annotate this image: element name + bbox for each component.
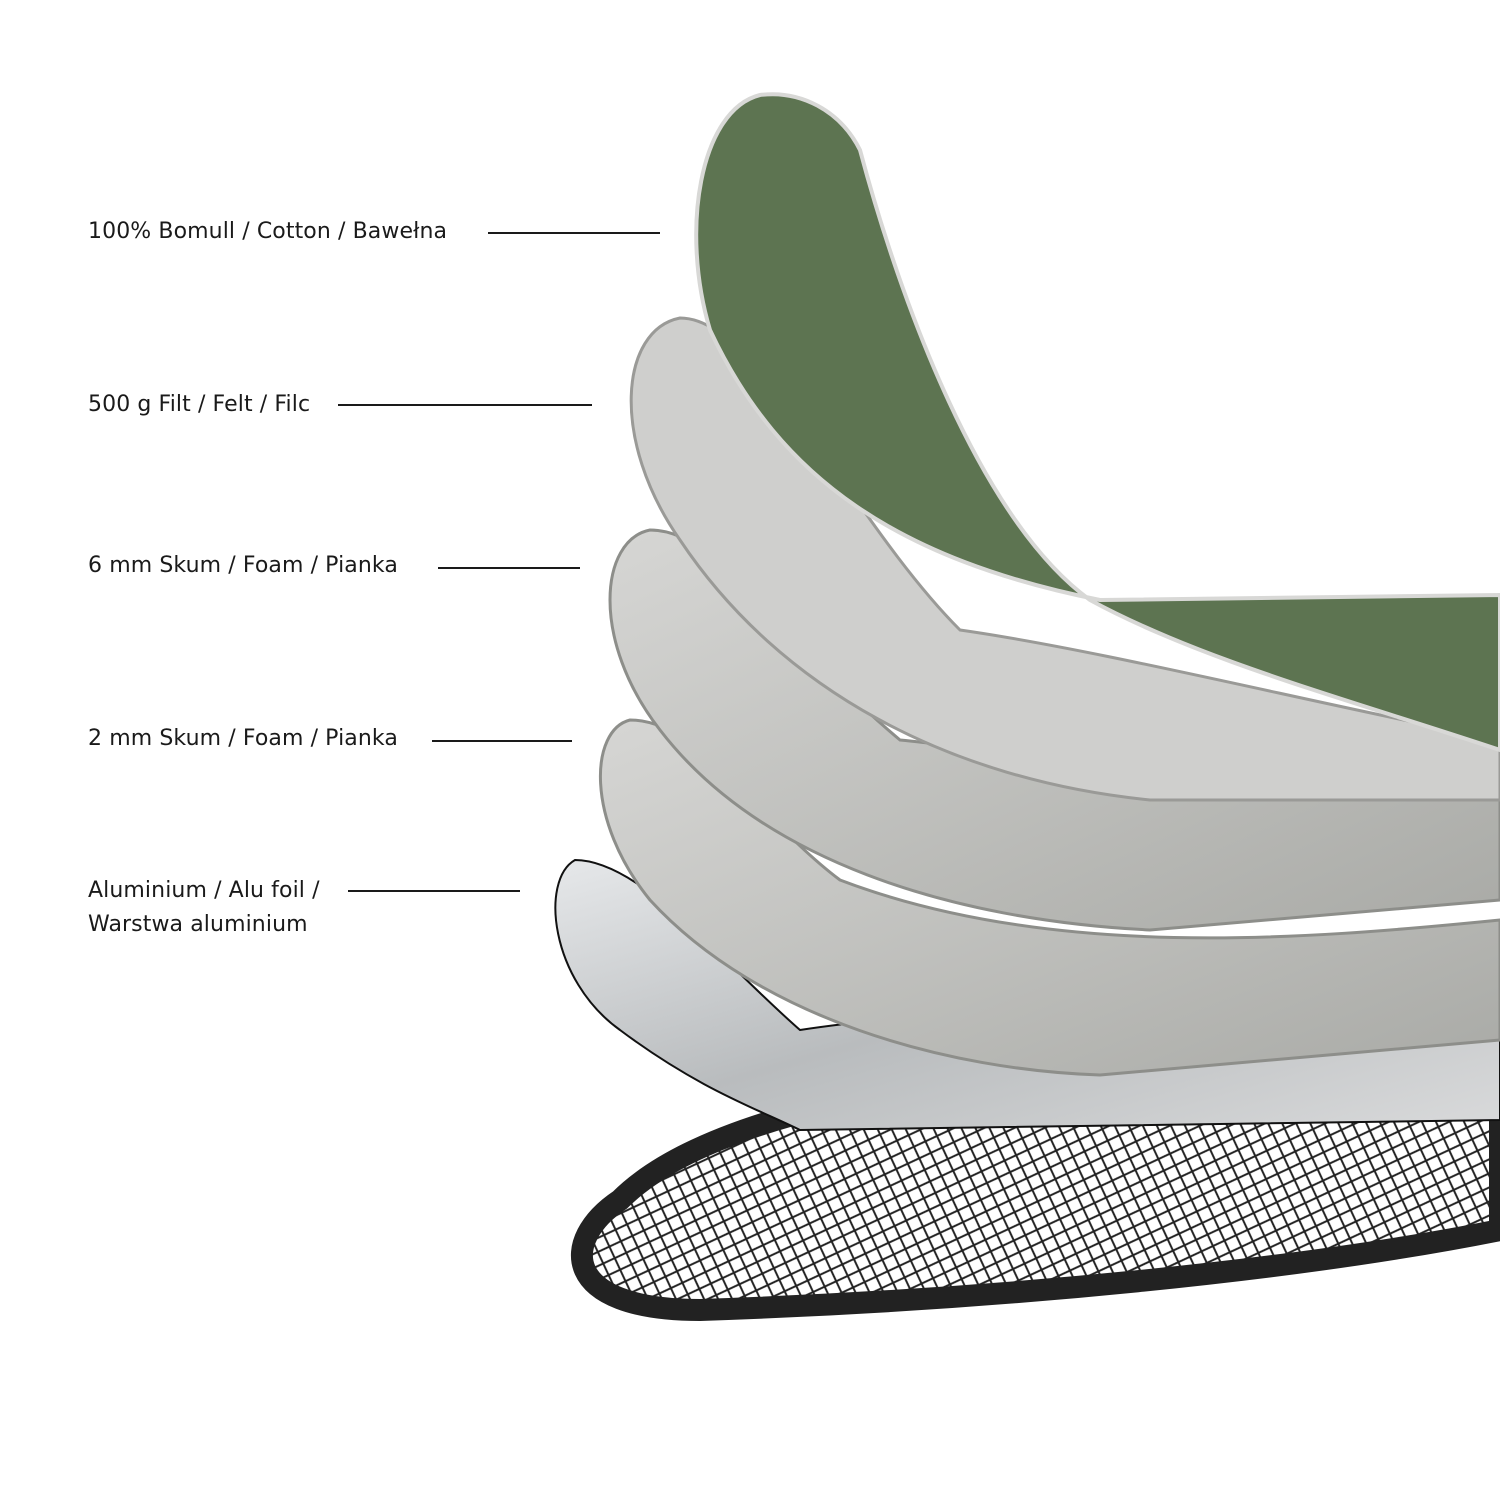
label-foam-6mm: 6 mm Skum / Foam / Pianka — [88, 553, 398, 578]
leader-line-foam-6mm — [438, 567, 580, 569]
label-cotton: 100% Bomull / Cotton / Bawełna — [88, 219, 448, 244]
cotton-layer — [694, 92, 1500, 753]
leader-line-aluminium — [348, 890, 520, 892]
label-foam-2mm: 2 mm Skum / Foam / Pianka — [88, 726, 398, 751]
label-aluminium-line2: Warstwa aluminium — [88, 912, 308, 937]
foam-2mm-layer — [599, 718, 1500, 1077]
leader-line-cotton — [488, 232, 660, 234]
leader-line-felt — [338, 404, 592, 406]
label-aluminium-line1: Aluminium / Alu foil / — [88, 878, 320, 903]
leader-line-foam-2mm — [432, 740, 572, 742]
label-felt: 500 g Filt / Felt / Filc — [88, 392, 311, 417]
